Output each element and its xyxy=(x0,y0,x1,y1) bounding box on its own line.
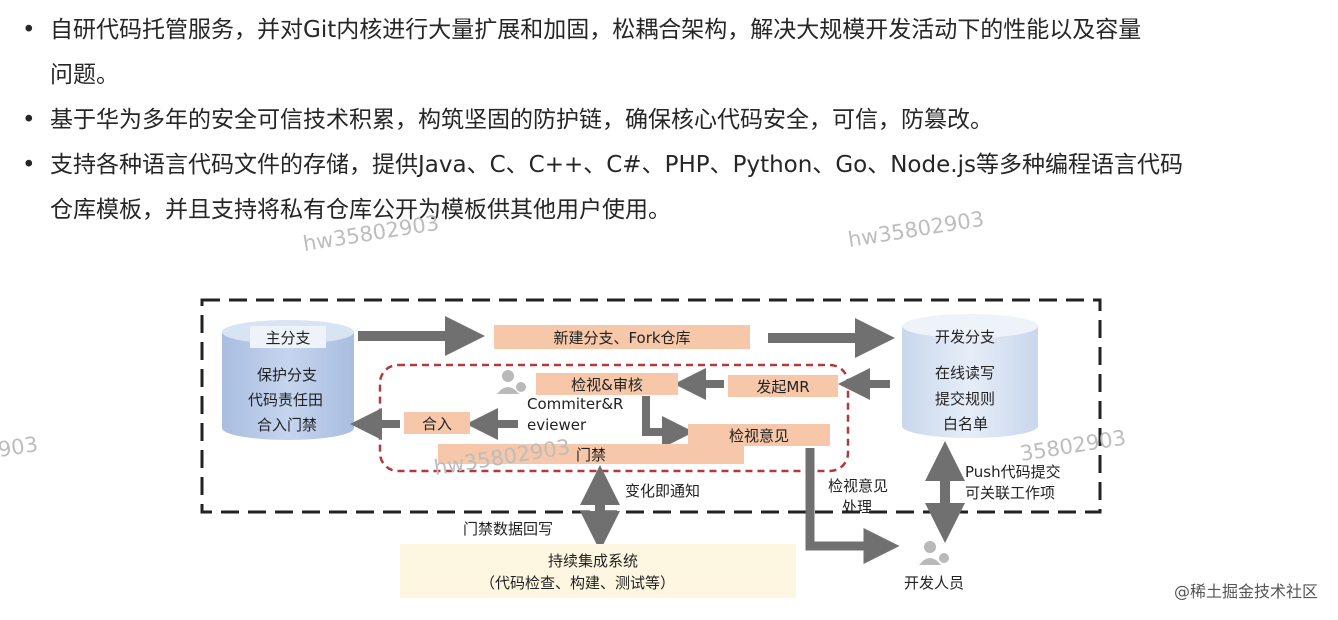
gate-box: 门禁 xyxy=(438,444,744,464)
review-handle-label: 处理 xyxy=(842,498,873,516)
dev-branch-line: 在线读写 xyxy=(935,364,996,382)
reviewer-icon xyxy=(497,370,526,394)
initiate-mr-box: 发起MR xyxy=(728,375,838,397)
review-approve-box: 检视&审核 xyxy=(536,373,678,395)
bullet-item: • 基于华为多年的安全可信技术积累，构筑坚固的防护链，确保核心代码安全，可信，防篡… xyxy=(20,98,1320,143)
main-branch-line: 合入门禁 xyxy=(257,416,318,434)
review-handle-label: 检视意见 xyxy=(828,477,889,495)
developer-icon xyxy=(919,541,949,565)
bullet-text: 支持各种语言代码文件的存储，提供Java、C、C++、C#、PHP、Python… xyxy=(50,152,1183,178)
dev-branch-cylinder xyxy=(902,314,1038,438)
arrow-review-to-comments xyxy=(642,396,694,448)
push-label: Push代码提交 xyxy=(965,463,1061,481)
dev-branch-line: 白名单 xyxy=(943,415,989,433)
developer-label: 开发人员 xyxy=(904,574,965,592)
ci-system-box xyxy=(400,544,796,598)
bullet-item: • 支持各种语言代码文件的存储，提供Java、C、C++、C#、PHP、Pytho… xyxy=(20,143,1320,233)
bullet-list: • 自研代码托管服务，并对Git内核进行大量扩展和加固，松耦合架构，解决大规模开发… xyxy=(20,8,1320,233)
bullet-dot: • xyxy=(22,152,36,178)
bullet-item: • 自研代码托管服务，并对Git内核进行大量扩展和加固，松耦合架构，解决大规模开发… xyxy=(20,8,1320,98)
bullet-text: 仓库模板，并且支持将私有仓库公开为模板供其他用户使用。 xyxy=(50,197,671,223)
bullet-text: 自研代码托管服务，并对Git内核进行大量扩展和加固，松耦合架构，解决大规模开发活… xyxy=(50,17,1142,43)
review-comments-box: 检视意见 xyxy=(688,424,830,446)
merge-box: 合入 xyxy=(404,412,470,434)
bullet-text: 基于华为多年的安全可信技术积累，构筑坚固的防护链，确保核心代码安全，可信，防篡改… xyxy=(50,107,993,133)
bullet-dot: • xyxy=(22,107,36,133)
committer-reviewer-label: Commiter&R xyxy=(527,395,624,413)
committer-reviewer-label: eviewer xyxy=(527,416,587,434)
change-notify-label: 变化即通知 xyxy=(625,482,701,500)
main-branch-line: 保护分支 xyxy=(257,366,318,384)
arrow-comments-to-developer xyxy=(805,448,900,564)
dev-branch-title: 开发分支 xyxy=(935,328,996,346)
main-branch-title: 主分支 xyxy=(250,326,326,348)
main-branch-line: 代码责任田 xyxy=(248,391,324,409)
push-label: 可关联工作项 xyxy=(965,484,1056,502)
bullet-dot: • xyxy=(22,17,36,43)
new-branch-fork-box: 新建分支、Fork仓库 xyxy=(494,325,750,349)
footer-credit: @稀土掘金技术社区 xyxy=(1173,582,1318,601)
dev-branch-line: 提交规则 xyxy=(935,390,996,408)
gate-writeback-label: 门禁数据回写 xyxy=(463,520,554,538)
ci-system-label: 持续集成系统 xyxy=(548,552,639,570)
outer-boundary xyxy=(200,298,1102,514)
ci-system-label: （代码检查、构建、测试等） xyxy=(480,574,676,592)
bullet-text: 问题。 xyxy=(50,62,119,88)
